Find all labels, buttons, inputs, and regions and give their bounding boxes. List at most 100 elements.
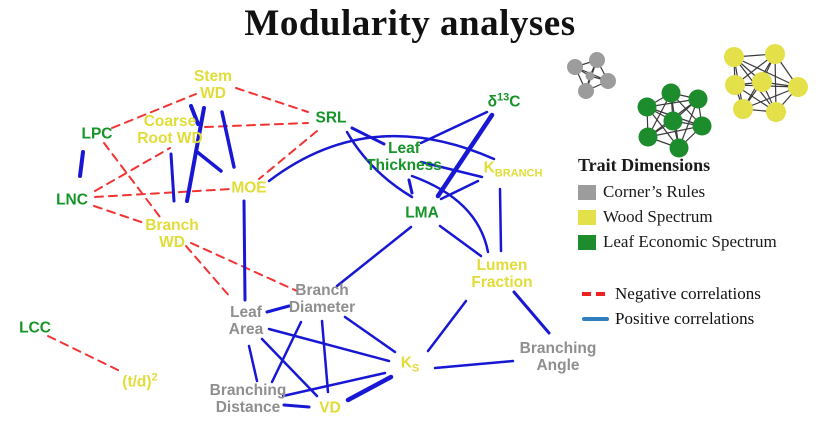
correlations-legend: Negative correlations Positive correlati… [582,284,761,334]
trait-dimensions-legend: Trait Dimensions Corner’s Rules Wood Spe… [578,155,834,257]
module-node [567,59,583,75]
node-lcc: LCC [19,319,51,337]
edge-lma--lumen-fraction [438,224,483,258]
edge-stem-wd--coarse-root-wd [189,104,200,126]
module-node [692,116,712,136]
edge-branch-diameter--vd [320,319,330,394]
legend-item-label: Wood Spectrum [603,207,713,226]
edge-stem-wd--srl [235,87,309,113]
legend-title: Trait Dimensions [578,155,711,175]
edge-k-branch--lumen-fraction [498,187,503,253]
edge-lma--branch-diameter [335,225,413,288]
positive-correlations-legend-row: Positive correlations [582,309,761,329]
node-lpc: LPC [81,125,113,143]
edge-k-branch--lma [439,179,480,201]
edge-srl--leaf-thickness [350,126,386,146]
module-node [724,47,744,67]
module-node [663,111,683,131]
module-node [661,83,681,103]
node-vd: VD [319,399,341,417]
negative-correlation-line-sample [582,292,609,296]
wood-spectrum-swatch [578,209,596,225]
module-node [638,127,658,147]
edge-lumen-fraction--branching-angle [512,290,551,335]
edge-leaf-area--ks [267,327,391,363]
module-node [766,102,786,122]
legend-item-label: Leaf Economic Spectrum [603,232,777,251]
figure-title: Modularity analyses [244,3,576,44]
edge-lcc--t-over-d-squared [47,335,123,373]
module-node [600,73,616,89]
leaf-economic-swatch [578,234,596,250]
edge-stem-wd--moe [220,110,236,169]
node-t-over-d-squared: (t/d)2 [122,371,158,391]
edge-leaf-thickness--lumen-fraction [410,174,490,254]
positive-correlations-label: Positive correlations [615,309,755,328]
module-node [788,77,808,97]
edge-srl--lma [345,130,414,199]
edge-coarse-root-wd--moe [194,149,223,173]
legend-item-corners-rules: Corner’s Rules [578,182,834,202]
wood-spectrum-module [724,44,808,122]
module-node [752,72,772,92]
edge-leaf-area--branch-diameter [265,304,291,314]
legend-item-leaf-economic-spectrum: Leaf Economic Spectrum [578,232,834,252]
module-node [669,138,689,158]
leaf-economic-module [637,83,712,158]
node-lnc: LNC [56,191,88,209]
edge-branching-distance--ks [281,371,387,398]
module-node [589,52,605,68]
edge-branch-wd--leaf-area [185,245,232,299]
module-node [585,71,595,81]
node-delta13c: δ13C [487,91,521,111]
legend-item-label: Corner’s Rules [603,182,706,201]
edge-branching-distance--vd [282,403,311,409]
edge-lnc--coarse-root-wd [94,147,171,192]
edge-branch-diameter--ks [343,315,397,354]
edge-branch-diameter--branching-distance [270,320,303,384]
edge-moe--k-branch [267,134,496,183]
edge-lpc--lnc [78,150,85,178]
edge-leaf-thickness--k-branch [419,160,484,179]
module-node [765,44,785,64]
edge-ks--branching-angle [433,359,515,370]
legend-item-wood-spectrum: Wood Spectrum [578,207,834,227]
module-node [688,89,708,109]
edge-delta13c--lma [435,112,495,199]
module-node [733,99,753,119]
edge-lpc--branch-wd [103,142,164,222]
edge-lnc--moe [94,188,232,198]
node-lma: LMA [405,204,439,222]
edge-vd--ks [345,374,394,403]
edge-moe--leaf-area [242,199,247,302]
positive-correlation-line-sample [582,317,609,321]
edge-lnc--branch-wd [93,205,148,225]
edge-leaf-area--branching-distance [247,344,259,383]
corners-rules-module [567,52,616,99]
edge-srl--moe [258,130,318,180]
node-k-branch: KBRANCH [483,159,543,180]
node-ks: KS [400,354,420,375]
edge-leaf-thickness--lma [407,178,414,195]
negative-correlations-label: Negative correlations [615,284,761,303]
module-node [578,83,594,99]
edge-coarse-root-wd--srl [204,122,309,128]
module-node [637,97,657,117]
edge-lpc--stem-wd [111,93,197,129]
edge-leaf-area--vd [260,337,319,398]
node-moe: MOE [231,179,267,197]
edge-coarse-root-wd--branch-wd [169,152,176,203]
negative-correlations-legend-row: Negative correlations [582,284,761,304]
